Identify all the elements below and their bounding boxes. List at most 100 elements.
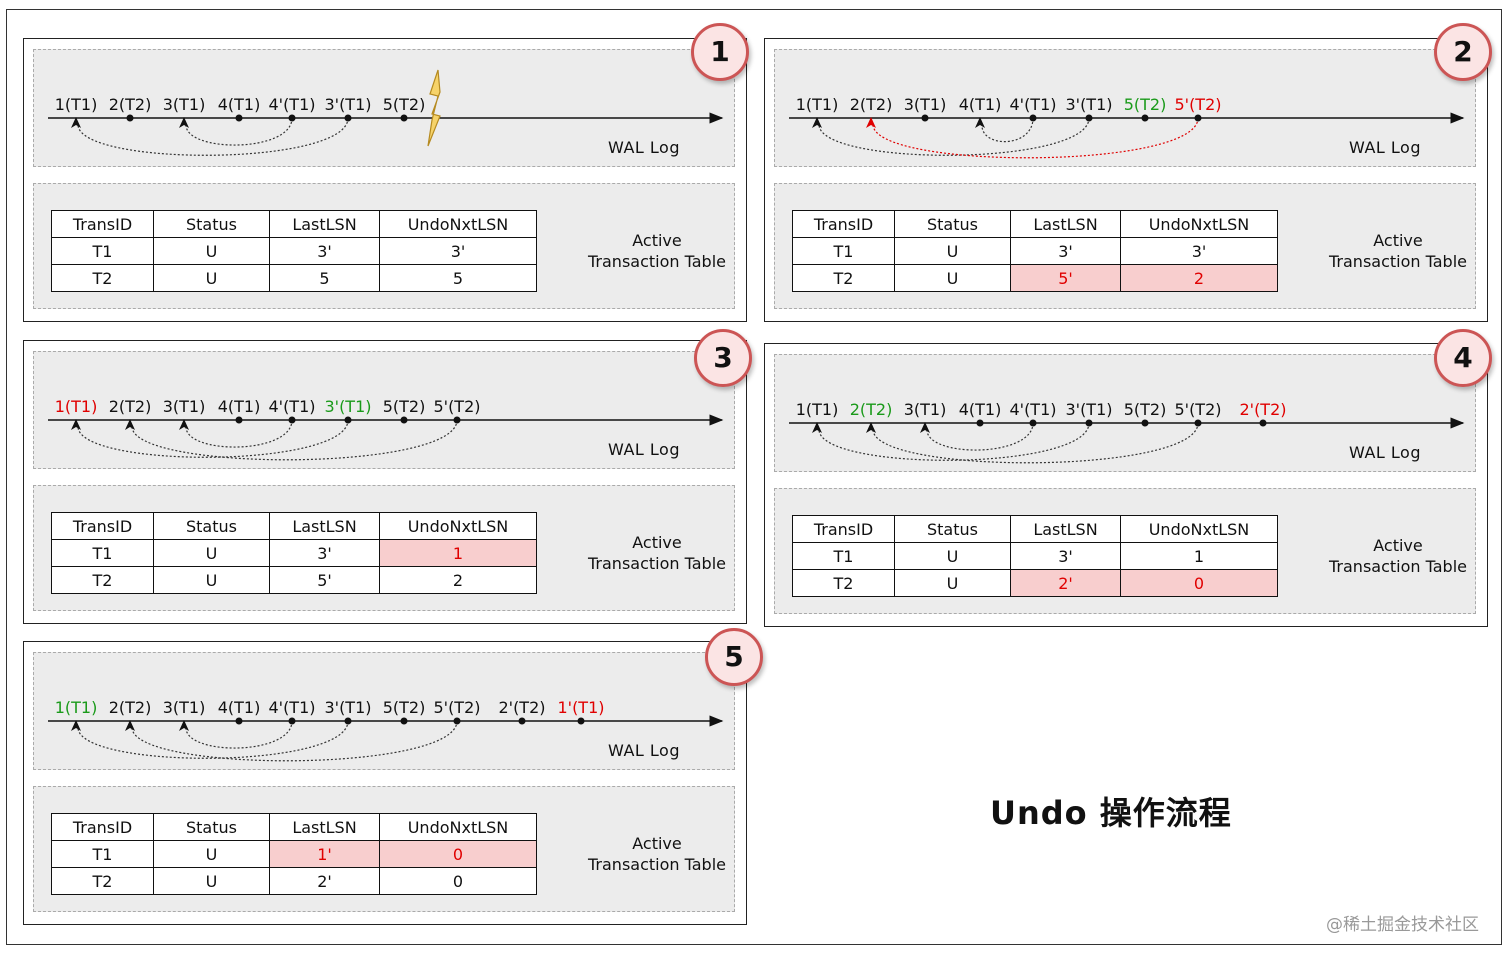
table-cell: 2'	[1010, 569, 1121, 597]
table-cell: U	[153, 566, 270, 594]
undo-link-0	[818, 422, 1090, 461]
log-record-label: 3(T1)	[163, 397, 206, 416]
log-record-label: 5'(T2)	[1174, 95, 1221, 114]
log-record-label: 4'(T1)	[1009, 95, 1056, 114]
table-cell: 0	[379, 840, 537, 868]
log-record-label: 1'(T1)	[557, 698, 604, 717]
table-cell: U	[894, 264, 1011, 292]
table-cell: T1	[51, 539, 154, 567]
table-cell: 3'	[379, 237, 537, 265]
undo-link-0	[77, 117, 349, 156]
log-record-dot	[453, 416, 461, 424]
log-record-dot	[235, 717, 243, 725]
wal-log-label: WAL Log	[608, 741, 680, 760]
log-record-arrow	[179, 117, 189, 128]
att-label-line2: Transaction Table	[588, 855, 726, 874]
wal-log-label: WAL Log	[608, 440, 680, 459]
log-record-label: 5'(T2)	[433, 698, 480, 717]
log-record-dot	[235, 416, 243, 424]
log-record-dot	[1194, 419, 1202, 427]
wal-log-label: WAL Log	[608, 138, 680, 157]
table-header-cell: TransID	[51, 512, 154, 540]
log-record-label: 4(T1)	[959, 95, 1002, 114]
table-cell: 1	[1120, 542, 1278, 570]
log-record-dot	[1085, 419, 1093, 427]
log-record-label: 3'(T1)	[1065, 400, 1112, 419]
log-record-label: 5(T2)	[383, 397, 426, 416]
undo-link-1	[981, 117, 1034, 143]
table-header-cell: LastLSN	[269, 210, 380, 238]
step-number-badge: 3	[694, 329, 752, 387]
table-cell: 1	[379, 539, 537, 567]
table-header-cell: Status	[153, 813, 270, 841]
table-header-cell: UndoNxtLSN	[379, 813, 537, 841]
table-header-cell: Status	[153, 512, 270, 540]
table-header-cell: TransID	[792, 210, 895, 238]
table-header-cell: TransID	[51, 210, 154, 238]
wal-log-label: WAL Log	[1349, 138, 1421, 157]
log-record-dot	[344, 114, 352, 122]
watermark: @稀土掘金技术社区	[1326, 915, 1479, 935]
att-label-line2: Transaction Table	[588, 252, 726, 271]
log-record-label: 5(T2)	[383, 698, 426, 717]
table-header-cell: TransID	[51, 813, 154, 841]
log-record-dot	[288, 416, 296, 424]
log-record-label: 5(T2)	[1124, 400, 1167, 419]
log-record-label: 2(T2)	[109, 95, 152, 114]
log-record-label: 4'(T1)	[268, 95, 315, 114]
log-record-dot	[235, 114, 243, 122]
log-record-arrow	[866, 117, 876, 128]
table-header-cell: LastLSN	[1010, 210, 1121, 238]
log-record-dot	[288, 114, 296, 122]
table-cell: T2	[792, 264, 895, 292]
table-header-cell: LastLSN	[1010, 515, 1121, 543]
log-record-dot	[577, 717, 585, 725]
log-record-dot	[1029, 419, 1037, 427]
undo-link-2	[872, 422, 1199, 464]
log-record-label: 4(T1)	[218, 397, 261, 416]
table-cell: 3'	[269, 539, 380, 567]
log-record-label: 3'(T1)	[324, 698, 371, 717]
table-cell: 2'	[269, 867, 380, 895]
log-record-label: 5(T2)	[383, 95, 426, 114]
log-record-arrow	[812, 117, 822, 128]
table-cell: 2	[1120, 264, 1278, 292]
wal-log-box: 1(T1)2(T2)3(T1)4(T1)4'(T1)3'(T1)5(T2)5'(…	[33, 351, 735, 469]
log-record-label: 4'(T1)	[268, 698, 315, 717]
table-header-cell: UndoNxtLSN	[1120, 515, 1278, 543]
table-header-cell: Status	[894, 210, 1011, 238]
table-header-cell: Status	[153, 210, 270, 238]
log-record-label: 3(T1)	[163, 95, 206, 114]
log-record-label: 3(T1)	[904, 400, 947, 419]
log-record-arrow	[975, 117, 985, 128]
table-header-cell: UndoNxtLSN	[379, 210, 537, 238]
log-record-label: 3(T1)	[904, 95, 947, 114]
log-record-label: 2(T2)	[109, 698, 152, 717]
wal-log-label: WAL Log	[1349, 443, 1421, 462]
table-header-cell: UndoNxtLSN	[1120, 210, 1278, 238]
undo-link-2	[131, 720, 458, 762]
log-record-label: 2'(T2)	[498, 698, 545, 717]
panel-3: 1(T1)2(T2)3(T1)4(T1)4'(T1)3'(T1)5(T2)5'(…	[23, 340, 747, 624]
log-record-label: 5'(T2)	[433, 397, 480, 416]
table-cell: U	[153, 237, 270, 265]
wal-log-diagram: 1(T1)2(T2)3(T1)4(T1)4'(T1)3'(T1)5(T2)5'(…	[789, 95, 1465, 159]
log-record-label: 4'(T1)	[268, 397, 315, 416]
log-record-dot	[344, 416, 352, 424]
log-record-label: 3(T1)	[163, 698, 206, 717]
